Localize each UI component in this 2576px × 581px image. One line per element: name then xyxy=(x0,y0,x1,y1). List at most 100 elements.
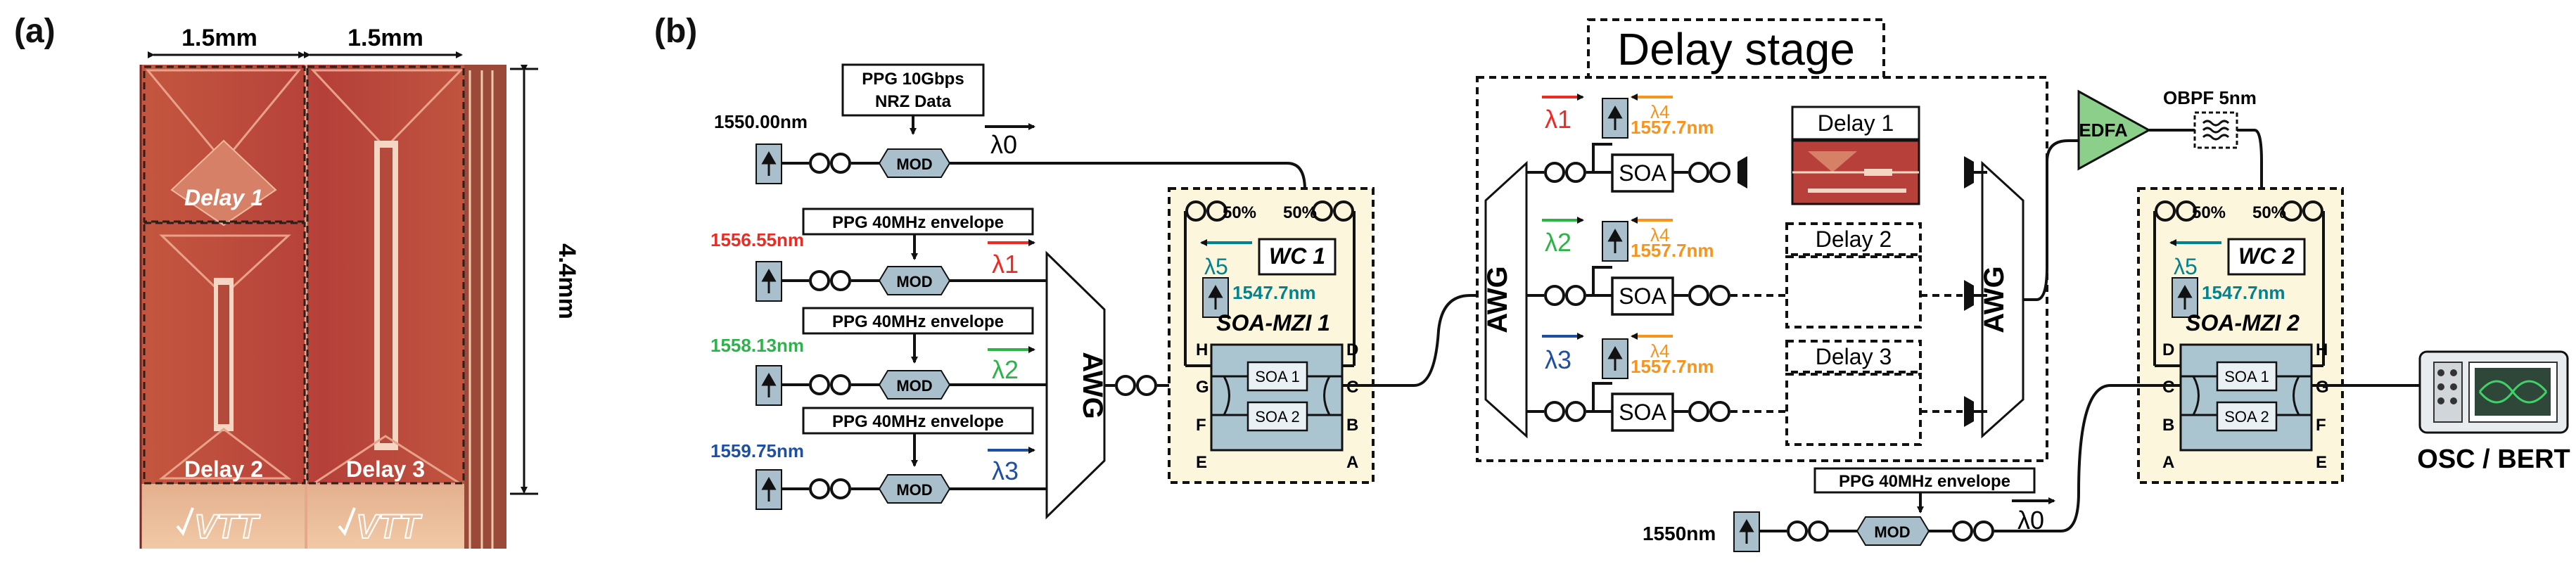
wl-3-label: 1559.75nm xyxy=(710,440,804,461)
wc2-port-h: H xyxy=(2316,340,2328,359)
wc2-port-f: F xyxy=(2316,416,2326,435)
delay-1557-1: 1557.7nm xyxy=(1631,117,1714,138)
awg-delay-left: AWG xyxy=(1482,266,1513,333)
osc-label: OSC / BERT xyxy=(2417,445,2570,474)
ppg-env3: PPG 40MHz envelope xyxy=(832,412,1004,431)
wc2-pct-left: 50% xyxy=(2192,203,2226,222)
probe-input-row: PPG 40MHz envelope 1550nm MOD λ0 xyxy=(1643,384,2181,552)
mzi2-soa2: SOA 2 xyxy=(2224,408,2269,426)
delay2-structure xyxy=(158,234,292,480)
vtt-logo-left: VTT xyxy=(176,507,261,547)
wc1-block: 50% 50% λ5 WC 1 1547.7nm SOA-MZI 1 SOA 1… xyxy=(1168,187,1477,484)
wc1-port-g: G xyxy=(1196,378,1209,397)
wl-data-label: 1550.00nm xyxy=(714,111,808,132)
wc1-port-e: E xyxy=(1196,453,1207,472)
wc1-port-d: D xyxy=(1346,340,1358,359)
mod-data: MOD xyxy=(896,155,932,173)
mzi1-label: SOA-MZI 1 xyxy=(1216,310,1330,336)
edfa-label: EDFA xyxy=(2079,120,2128,141)
delay-soa-1: SOA xyxy=(1619,160,1666,186)
wc1-1547: 1547.7nm xyxy=(1232,282,1316,303)
lambda0-data: λ0 xyxy=(990,130,1017,159)
lambda1-input-row: PPG 40MHz envelope 1556.55nm MOD λ1 xyxy=(710,208,1047,302)
mod-probe: MOD xyxy=(1874,523,1910,541)
wc1-lambda5: λ5 xyxy=(1204,254,1228,279)
delay-stage: Delay stage AWG AWG λ1 λ4 1557.7nm SOA xyxy=(1476,18,2048,462)
mzi2-label: SOA-MZI 2 xyxy=(2186,310,2300,336)
obpf-label: OBPF 5nm xyxy=(2163,87,2257,108)
panel-a: (a) xyxy=(14,13,580,549)
mzi1-soa1: SOA 1 xyxy=(1255,368,1300,385)
wc2-1547: 1547.7nm xyxy=(2202,282,2285,303)
lambda2-input-row: PPG 40MHz envelope 1558.13nm MOD λ2 xyxy=(710,307,1047,406)
vtt-logo-left-text: VTT xyxy=(194,509,260,546)
ppg-data-line1: PPG 10Gbps xyxy=(862,70,964,89)
panel-b-label: (b) xyxy=(654,13,697,50)
wc2-block: 50% 50% λ5 WC 2 1547.7nm SOA-MZI 2 SOA 1… xyxy=(2137,187,2420,484)
wc2-port-a: A xyxy=(2162,453,2174,472)
wc1-port-f: F xyxy=(1196,416,1206,435)
mzi2-soa1: SOA 1 xyxy=(2224,368,2269,385)
wc2-port-g: G xyxy=(2316,378,2329,397)
delay1-box-label: Delay 1 xyxy=(1818,110,1894,136)
obpf-box xyxy=(2193,111,2238,149)
wl-probe-label: 1550nm xyxy=(1643,523,1716,544)
wc1-port-h: H xyxy=(1196,340,1208,359)
ppg-data-box xyxy=(841,63,985,117)
wc2-lambda5: λ5 xyxy=(2174,254,2198,279)
wc1-port-a: A xyxy=(1346,453,1358,472)
delay-lambda4-1: λ4 xyxy=(1650,101,1669,122)
lambda3-in: λ3 xyxy=(992,456,1019,485)
delay-lambda4-2: λ4 xyxy=(1650,224,1669,245)
wl-2-label: 1558.13nm xyxy=(710,335,804,356)
delay3-structure xyxy=(310,69,465,485)
wl-1-label: 1556.55nm xyxy=(710,229,804,250)
chip-delay1-label: Delay 1 xyxy=(184,185,263,210)
delay-lambda2: λ2 xyxy=(1545,228,1571,257)
data-input-row: 1550.00nm MOD λ0 xyxy=(714,111,1306,191)
wc2-port-e: E xyxy=(2316,453,2327,472)
delay-lambda3: λ3 xyxy=(1545,345,1571,374)
dimension-markers: 1.5mm 1.5mm 4.4mm xyxy=(148,25,580,495)
delay-soa-3: SOA xyxy=(1619,400,1666,425)
mod-2: MOD xyxy=(896,377,932,395)
mod-3: MOD xyxy=(896,481,932,499)
amplifier-filter: EDFA OBPF 5nm xyxy=(2023,87,2263,301)
delay-lambda1: λ1 xyxy=(1545,105,1571,134)
dim-width-right: 1.5mm xyxy=(347,25,423,51)
dim-height: 4.4mm xyxy=(554,243,580,319)
delay-1557-2: 1557.7nm xyxy=(1631,240,1714,261)
chip-delay3-label: Delay 3 xyxy=(346,456,425,482)
delay1-chip-thumb xyxy=(1791,139,1920,205)
delay-lambda4-3: λ4 xyxy=(1650,340,1669,362)
osc-bert: OSC / BERT xyxy=(2417,350,2570,474)
delay-stage-title: Delay stage xyxy=(1617,24,1855,75)
awg-input: AWG xyxy=(1045,250,1211,520)
vtt-logo-right: VTT xyxy=(338,507,423,547)
wc2-port-b: B xyxy=(2162,416,2174,435)
mzi1-soa2: SOA 2 xyxy=(1255,408,1300,426)
wc1-pct-left: 50% xyxy=(1223,203,1256,222)
edfa-triangle xyxy=(2077,89,2152,171)
delay2-box-label: Delay 2 xyxy=(1816,226,1892,252)
wc2-pct-right: 50% xyxy=(2252,203,2286,222)
ppg-env4: PPG 40MHz envelope xyxy=(1839,472,2010,491)
delay-soa-2: SOA xyxy=(1619,283,1666,309)
lambda0-probe: λ0 xyxy=(2017,506,2044,535)
ppg-env1: PPG 40MHz envelope xyxy=(832,213,1004,232)
lambda3-input-row: PPG 40MHz envelope 1559.75nm MOD λ3 xyxy=(710,407,1047,510)
vtt-logo-right-text: VTT xyxy=(356,509,422,546)
panel-a-label: (a) xyxy=(14,13,56,50)
delay1-structure xyxy=(145,69,302,226)
dim-width-left: 1.5mm xyxy=(181,25,257,51)
ppg-data-line2: NRZ Data xyxy=(875,92,952,111)
panel-b: (b) PPG 10Gbps NRZ Data 1550.00nm MOD λ0… xyxy=(654,13,2570,552)
mod-1: MOD xyxy=(896,273,932,290)
chip-photo: Delay 1 Delay 2 Delay 3 VTT VTT xyxy=(139,65,506,549)
delay3-box-label: Delay 3 xyxy=(1816,344,1892,369)
wc1-port-b: B xyxy=(1346,416,1358,435)
wc1-port-c: C xyxy=(1346,378,1358,397)
ppg-env2: PPG 40MHz envelope xyxy=(832,312,1004,331)
wc2-label: WC 2 xyxy=(2238,243,2295,269)
